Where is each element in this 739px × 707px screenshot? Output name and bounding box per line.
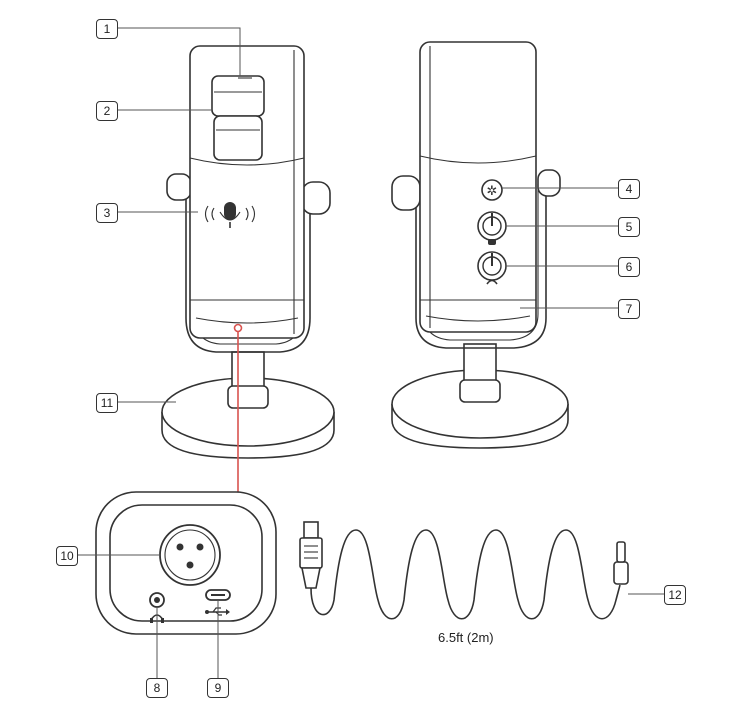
back-stand-collar bbox=[459, 379, 501, 403]
callout-6: 6 bbox=[618, 257, 640, 277]
back-stand-pole bbox=[463, 343, 497, 385]
front-mic-capsule-bottom bbox=[213, 115, 263, 161]
mode-button-icon: ✲ bbox=[481, 179, 503, 201]
callout-3: 3 bbox=[96, 203, 118, 223]
usb-a-plug-body bbox=[299, 537, 323, 569]
back-microphone: ✲ bbox=[391, 41, 569, 449]
svg-text:✲: ✲ bbox=[487, 184, 498, 199]
xlr-connector-icon bbox=[159, 524, 221, 586]
leader-lines bbox=[78, 27, 664, 678]
front-right-yoke-knob bbox=[301, 181, 331, 215]
front-stand-collar bbox=[227, 385, 269, 409]
usb-c-plug-tip bbox=[616, 541, 626, 563]
callout-9: 9 bbox=[207, 678, 229, 698]
front-mic-capsule-top bbox=[211, 75, 265, 117]
front-yoke bbox=[185, 190, 311, 353]
callout-12: 12 bbox=[664, 585, 686, 605]
usb-icon bbox=[205, 607, 230, 616]
usb-c-plug-body bbox=[613, 561, 629, 585]
coiled-cable bbox=[310, 529, 621, 620]
gain-knob-icon bbox=[477, 211, 507, 245]
front-microphone bbox=[161, 45, 335, 459]
callout-1: 1 bbox=[96, 19, 118, 39]
front-left-yoke-knob bbox=[166, 173, 192, 201]
bottom-connector-panel bbox=[95, 491, 277, 635]
mute-button-icon bbox=[204, 202, 256, 228]
back-mic-body bbox=[419, 41, 537, 333]
cable-length-label: 6.5ft (2m) bbox=[438, 630, 494, 645]
back-left-yoke-knob bbox=[391, 175, 421, 211]
usb-a-plug-tip bbox=[303, 521, 319, 539]
callout-5: 5 bbox=[618, 217, 640, 237]
callout-4: 4 bbox=[618, 179, 640, 199]
back-yoke bbox=[415, 184, 547, 349]
back-right-yoke-knob bbox=[537, 169, 561, 197]
front-led-indicator bbox=[233, 323, 243, 333]
callout-2: 2 bbox=[96, 101, 118, 121]
callout-10: 10 bbox=[56, 546, 78, 566]
callout-7: 7 bbox=[618, 299, 640, 319]
callout-8: 8 bbox=[146, 678, 168, 698]
callout-11: 11 bbox=[96, 393, 118, 413]
usb-cable bbox=[299, 521, 629, 620]
